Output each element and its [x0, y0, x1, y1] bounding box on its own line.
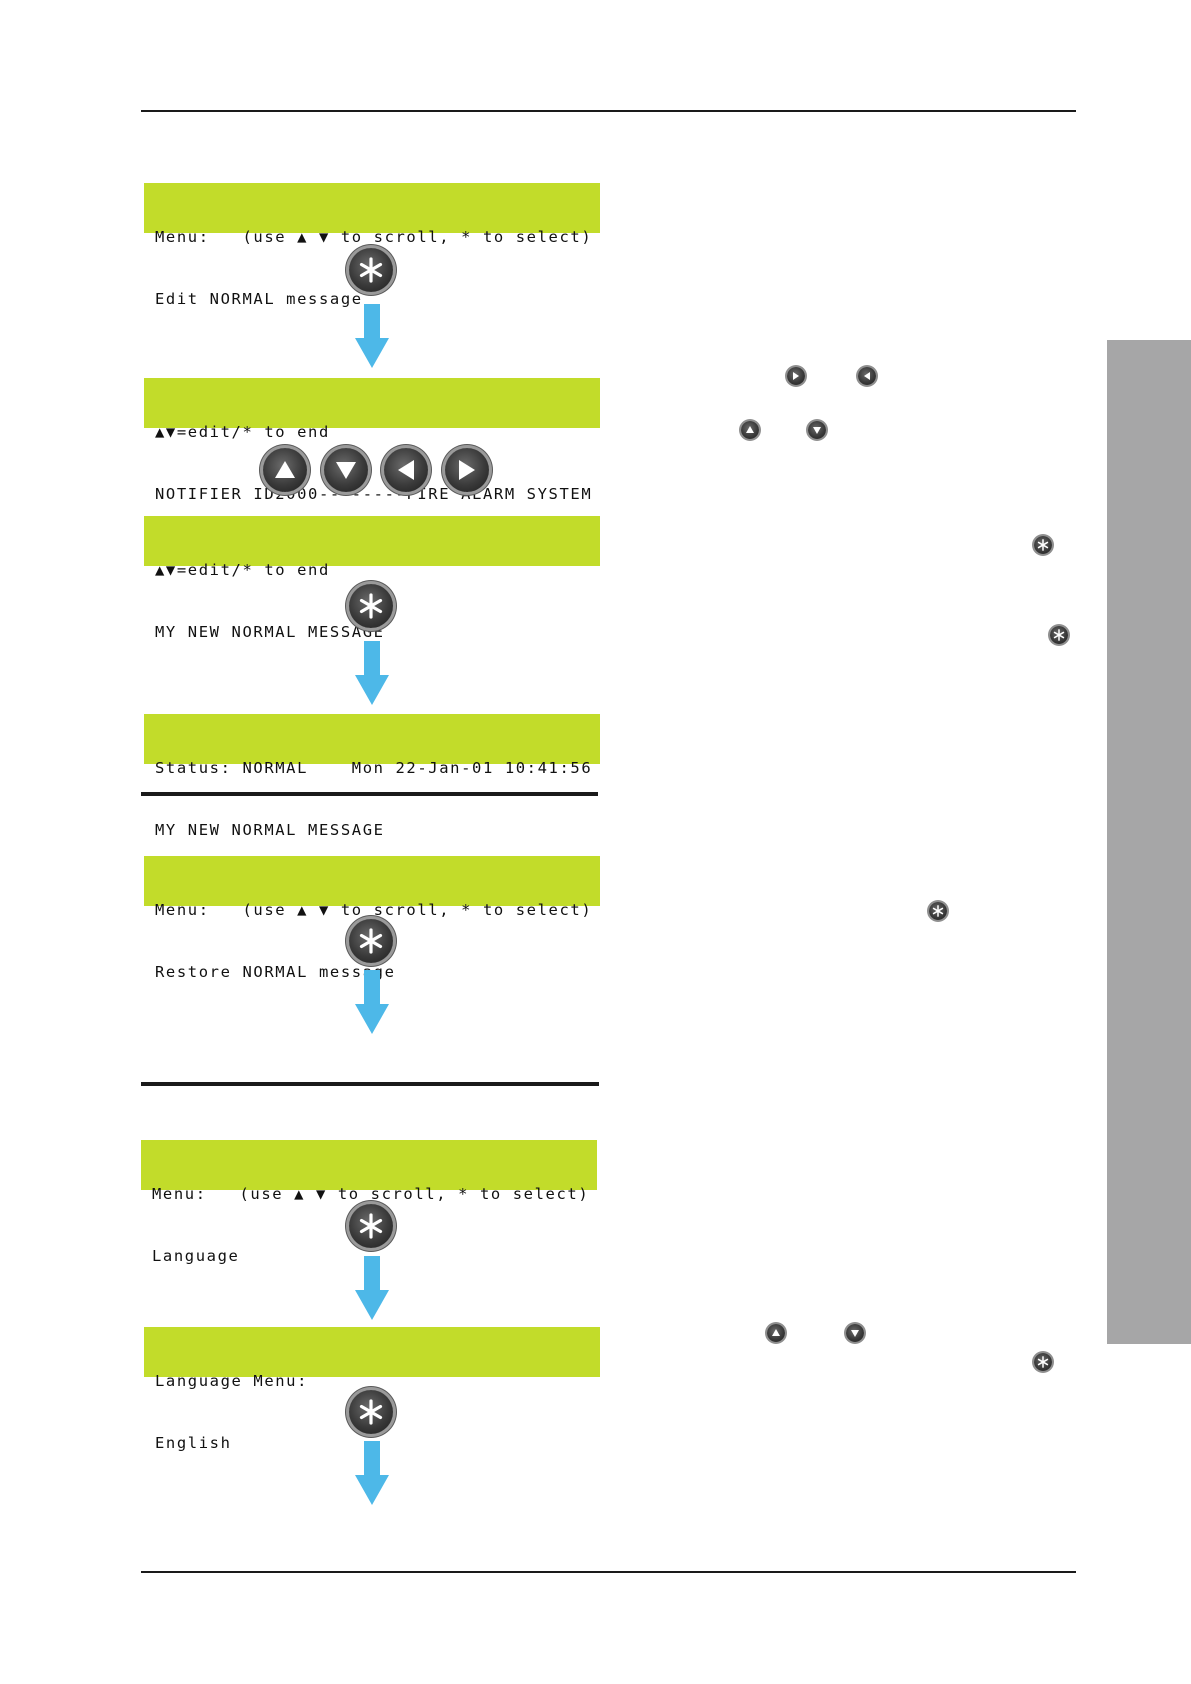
triangle-down-icon: [324, 448, 368, 492]
asterisk-icon: [1034, 1353, 1052, 1371]
lcd-display: Status: NORMAL Mon 22-Jan-01 10:41:56 MY…: [144, 714, 600, 839]
triangle-down-icon: [808, 421, 826, 439]
triangle-right-icon: [445, 448, 489, 492]
lcd-line-1: ▲▼=edit/* to end: [155, 561, 330, 579]
lcd-display: Menu: (use ▲ ▼ to scroll, * to select) L…: [141, 1140, 597, 1265]
triangle-left-icon: [384, 448, 428, 492]
lcd-display: ▲▼=edit/* to end MY NEW NORMAL MESSAGE: [144, 516, 600, 641]
lcd-display: Menu: (use ▲ ▼ to scroll, * to select) E…: [144, 183, 600, 308]
arrow-down-icon: [355, 641, 389, 705]
arrow-down-icon: [355, 304, 389, 368]
asterisk-icon: [349, 1390, 393, 1434]
arrow-down-icon: [355, 1441, 389, 1505]
lcd-line-1: Status: NORMAL Mon 22-Jan-01 10:41:56: [155, 759, 593, 777]
lcd-line-1: Menu: (use ▲ ▼ to scroll, * to select): [155, 901, 593, 919]
section-rule: [141, 792, 598, 796]
triangle-right-icon: [787, 367, 805, 385]
triangle-up-icon: [767, 1324, 785, 1342]
triangle-up-icon: [741, 421, 759, 439]
lcd-line-1: ▲▼=edit/* to end: [155, 423, 330, 441]
arrow-down-icon: [355, 970, 389, 1034]
asterisk-icon: [349, 1204, 393, 1248]
asterisk-icon: [349, 248, 393, 292]
section-side-tab: [1107, 340, 1191, 1344]
lcd-line-2: Edit NORMAL message: [155, 289, 363, 308]
triangle-left-icon: [858, 367, 876, 385]
triangle-up-icon: [263, 448, 307, 492]
lcd-line-1: Menu: (use ▲ ▼ to scroll, * to select): [155, 228, 593, 246]
top-rule: [141, 110, 1076, 112]
lcd-display: ▲▼=edit/* to end NOTIFIER ID2000--------…: [144, 378, 600, 503]
asterisk-icon: [929, 902, 947, 920]
asterisk-icon: [349, 919, 393, 963]
asterisk-icon: [1034, 536, 1052, 554]
lcd-line-2: NOTIFIER ID2000--------FIRE ALARM SYSTEM: [155, 484, 593, 503]
lcd-display: Language Menu: English: [144, 1327, 600, 1452]
triangle-down-icon: [846, 1324, 864, 1342]
lcd-line-2: MY NEW NORMAL MESSAGE: [155, 820, 385, 839]
lcd-line-1: Language Menu:: [155, 1372, 309, 1390]
lcd-line-1: Menu: (use ▲ ▼ to scroll, * to select): [152, 1185, 590, 1203]
lcd-line-2: Language: [152, 1246, 240, 1265]
lcd-line-2: Restore NORMAL message: [155, 962, 396, 981]
asterisk-icon: [349, 584, 393, 628]
section-rule: [141, 1082, 599, 1086]
lcd-display: Menu: (use ▲ ▼ to scroll, * to select) R…: [144, 856, 600, 981]
bottom-rule: [141, 1571, 1076, 1573]
arrow-down-icon: [355, 1256, 389, 1320]
asterisk-icon: [1050, 626, 1068, 644]
lcd-line-2: English: [155, 1433, 232, 1452]
